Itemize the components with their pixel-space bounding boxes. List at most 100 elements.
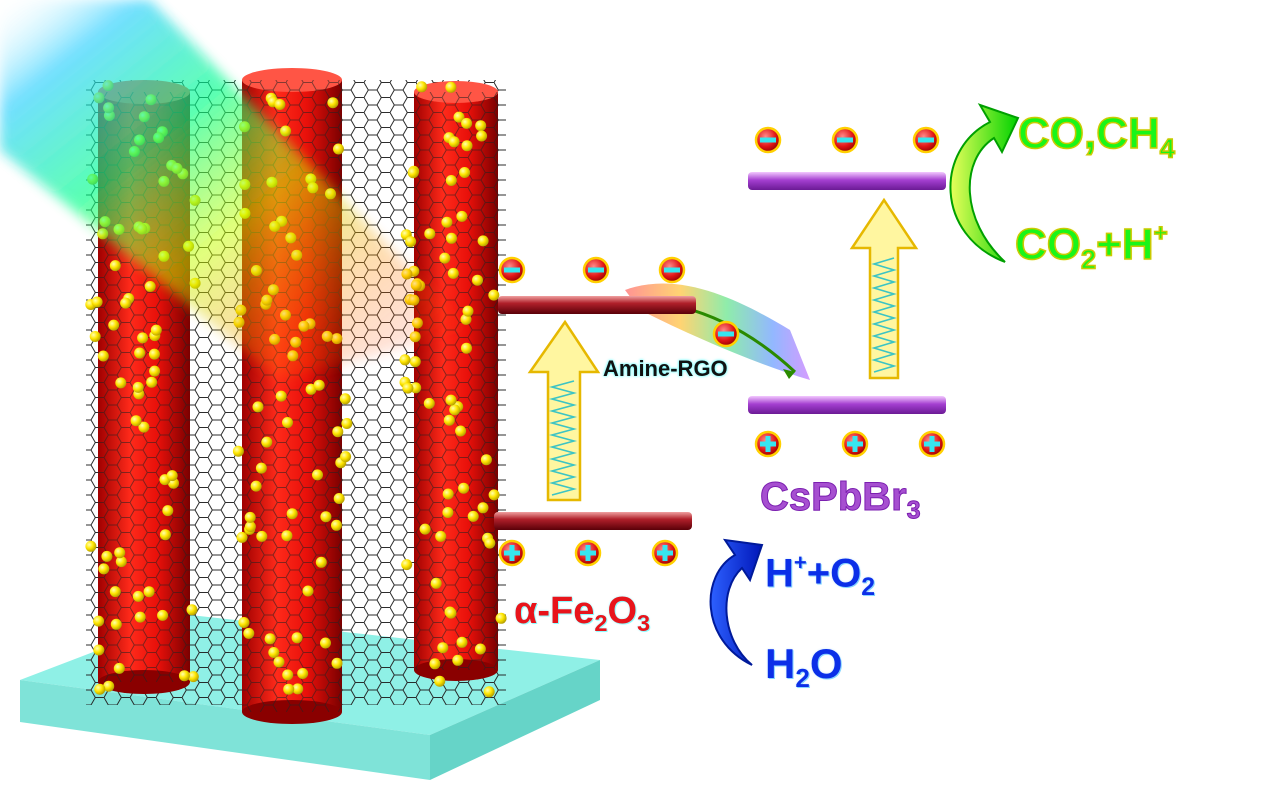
fe2o3-excitation-arrow xyxy=(527,319,601,502)
cspbbr3-subscript: 3 xyxy=(906,497,921,525)
electron-charge xyxy=(754,126,782,154)
nanoparticle-dot xyxy=(409,356,421,368)
electron-charge xyxy=(831,126,859,154)
nanoparticle-dot xyxy=(281,530,293,542)
hole-charge xyxy=(841,430,869,458)
nanoparticle-dot xyxy=(461,140,473,152)
nanoparticle-dot xyxy=(313,379,325,391)
nanoparticle-dot xyxy=(442,507,454,518)
nanoparticle-dot xyxy=(445,394,457,406)
nanoparticle-dot xyxy=(340,451,352,463)
nanoparticle-dot xyxy=(273,656,285,668)
nanoparticle-dot xyxy=(424,228,436,240)
nanoparticle-dot xyxy=(283,683,295,695)
reactant-co2-subscript: 2 xyxy=(1080,243,1097,275)
nanoparticle-dot xyxy=(461,117,473,129)
fe2o3-valence-band xyxy=(494,512,692,530)
nanoparticle-dot xyxy=(134,347,146,359)
reactant-h-superscript: + xyxy=(1153,220,1169,247)
nanoparticle-dot xyxy=(159,529,171,541)
nanoparticle-dot xyxy=(109,586,121,598)
amine-rgo-label: Amine-RGO xyxy=(603,356,728,381)
oxidation-plus-o: +O xyxy=(806,551,862,596)
nanoparticle-dot xyxy=(114,547,126,559)
nanoparticle-dot xyxy=(434,675,446,687)
nanoparticle-dot xyxy=(132,381,144,393)
nanoparticle-dot xyxy=(445,175,457,186)
nanoparticle-dot xyxy=(459,167,471,178)
nanoparticle-dot xyxy=(98,563,110,575)
nanoparticle-dot xyxy=(449,404,461,416)
fe2o3-fe-subscript: 2 xyxy=(594,610,608,637)
water-h2-subscript: 2 xyxy=(795,663,810,694)
oxidation-h: H xyxy=(765,551,794,596)
nanoparticle-dot xyxy=(488,489,500,501)
nanoparticle-dot xyxy=(162,505,174,517)
nanoparticle-dot xyxy=(437,642,449,654)
nanoparticle-dot xyxy=(331,519,342,531)
nanoparticle-dot xyxy=(448,136,460,148)
co2-reduction-arrow xyxy=(949,103,1020,263)
nanoparticle-dot xyxy=(327,97,339,109)
cspbbr3-excitation-arrow xyxy=(849,197,919,380)
nanoparticle-dot xyxy=(146,376,158,388)
nanoparticle-dot xyxy=(332,426,344,438)
water-label: H2O xyxy=(765,643,843,694)
nanoparticle-dot xyxy=(445,607,457,619)
hole-charge xyxy=(574,539,602,567)
nanoparticle-dot xyxy=(472,274,483,286)
nanoparticle-dot xyxy=(445,81,457,93)
nanoparticle-dot xyxy=(315,556,327,568)
nanoparticle-dot xyxy=(297,668,309,679)
cspbbr3-conduction-band xyxy=(748,172,946,190)
nanoparticle-dot xyxy=(320,637,331,649)
nanoparticle-dot xyxy=(458,482,470,494)
nanoparticle-dot xyxy=(101,550,113,562)
nanoparticle-dot xyxy=(407,167,419,179)
nanoparticle-dot xyxy=(157,609,169,621)
nanoparticle-dot xyxy=(243,627,255,639)
fe2o3-o-subscript: 3 xyxy=(637,610,651,637)
nanoparticle-dot xyxy=(430,577,442,589)
light-beam xyxy=(0,0,470,380)
nanoparticle-dot xyxy=(166,470,178,482)
nanoparticle-dot xyxy=(187,671,199,683)
nanoparticle-dot xyxy=(232,445,244,457)
nanoparticle-dot xyxy=(186,604,198,616)
nanoparticle-dot xyxy=(144,281,156,292)
nanoparticle-dot xyxy=(89,331,101,342)
nanoparticle-dot xyxy=(93,615,105,627)
reactant-label: CO2+H+ xyxy=(1014,220,1169,275)
nanoparticle-dot xyxy=(416,81,428,93)
nanoparticle-dot xyxy=(484,537,496,549)
nanoparticle-dot xyxy=(333,143,344,155)
nanoparticle-dot xyxy=(456,636,468,648)
nanoparticle-dot xyxy=(341,418,353,429)
nanoparticle-dot xyxy=(115,556,127,568)
fe2o3-conduction-band xyxy=(498,296,696,314)
nanoparticle-dot xyxy=(178,670,190,682)
nanoparticle-dot xyxy=(446,232,457,244)
nanoparticle-dot xyxy=(91,296,103,308)
nanoparticle-dot xyxy=(474,643,486,655)
nanoparticle-dot xyxy=(439,252,451,264)
nanoparticle-dot xyxy=(238,617,250,628)
nanoparticle-dot xyxy=(94,683,106,695)
nanoparticle-dot xyxy=(252,401,264,413)
nanoparticle-dot xyxy=(244,511,256,523)
nanoparticle-dot xyxy=(402,382,414,394)
nanoparticle-dot xyxy=(305,383,317,395)
nanoparticle-dot xyxy=(435,530,447,542)
nanoparticle-dot xyxy=(419,523,431,535)
nanoparticle-dot xyxy=(476,130,488,142)
product-co-ch4: CO,CH xyxy=(1017,109,1160,158)
nanoparticle-dot xyxy=(495,612,507,624)
cspbbr3-label: CsPbBr3 xyxy=(760,477,921,525)
nanoparticle-dot xyxy=(456,210,468,222)
oxidation-o2-subscript: 2 xyxy=(861,574,876,602)
nanoparticle-dot xyxy=(149,365,161,377)
nanoparticle-dot xyxy=(108,319,120,331)
nanoparticle-dot xyxy=(120,297,132,309)
electron-charge xyxy=(658,256,686,284)
nanoparticle-dot xyxy=(405,236,417,248)
